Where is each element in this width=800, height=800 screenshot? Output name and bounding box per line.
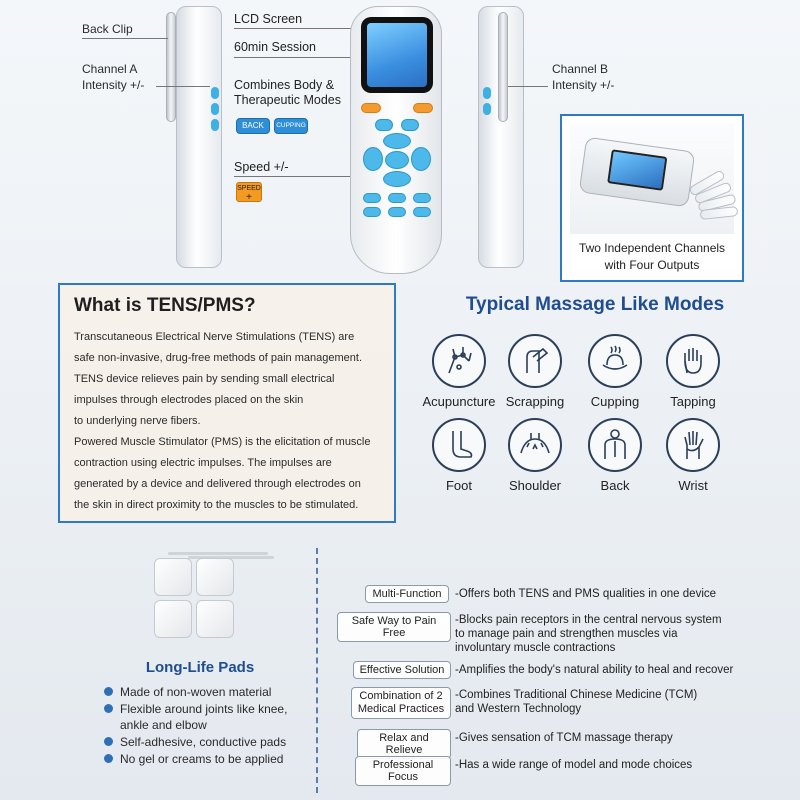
right-button	[411, 147, 431, 171]
feature-row: Combination of 2 Medical Practices -Comb…	[335, 687, 785, 719]
feature-desc: -Gives sensation of TCM massage therapy	[455, 732, 673, 744]
up-button	[383, 133, 411, 149]
shoulder-icon	[508, 418, 562, 472]
callout-combines-2: Therapeutic Modes	[234, 93, 342, 107]
feature-row: Safe Way to Pain Free -Blocks pain recep…	[335, 612, 785, 656]
feature-tag: Effective Solution	[353, 661, 451, 679]
callout-lcd-screen: LCD Screen	[234, 12, 303, 26]
back-clip-part	[166, 12, 176, 122]
pads-feature-list: Made of non-woven material Flexible arou…	[104, 684, 314, 768]
feature-row: Multi-Function -Offers both TENS and PMS…	[335, 585, 785, 603]
callout-back-clip: Back Clip	[82, 22, 133, 36]
callout-channel-a: Channel A	[82, 62, 138, 76]
mode-cupping: Cupping	[570, 334, 660, 409]
feature-desc: -Amplifies the body's natural ability to…	[455, 664, 734, 676]
back-mode-button: BACK	[236, 118, 270, 134]
inset-caption-line-1: Two Independent Channels	[578, 241, 726, 255]
mode-back: Back	[570, 418, 660, 493]
down-button	[383, 171, 411, 187]
feature-desc: -Has a wide range of model and mode choi…	[455, 759, 693, 771]
section-divider	[316, 548, 318, 793]
acupuncture-icon	[432, 334, 486, 388]
callout-speed: Speed +/-	[234, 160, 289, 174]
pad	[196, 558, 234, 596]
device-left-side-view	[176, 6, 222, 268]
pad	[154, 600, 192, 638]
device-photo	[570, 124, 739, 234]
mode-wrist: Wrist	[648, 418, 738, 493]
feature-tag: Safe Way to Pain Free	[337, 612, 451, 642]
channel-button	[413, 103, 433, 113]
channels-inset-card: Two Independent Channels with Four Outpu…	[560, 114, 744, 282]
foot-icon	[432, 418, 486, 472]
pads-title: Long-Life Pads	[145, 659, 255, 676]
feature-tag: Relax and Relieve	[357, 729, 451, 759]
mode-foot: Foot	[414, 418, 504, 493]
device-overview: Back Clip Channel A Intensity +/- LCD Sc…	[0, 0, 800, 285]
feature-desc: -Blocks pain receptors in the central ne…	[455, 614, 722, 654]
pads-illustration	[128, 548, 278, 648]
cupping-mode-button: CUPPING	[274, 118, 308, 134]
feature-row: Effective Solution -Amplifies the body's…	[335, 661, 785, 679]
scrapping-icon	[508, 334, 562, 388]
callout-session: 60min Session	[234, 40, 316, 54]
wrist-icon	[666, 418, 720, 472]
list-item: No gel or creams to be applied	[104, 751, 314, 767]
feature-tag: Professional Focus	[355, 756, 451, 786]
mode-acupuncture: Acupuncture	[414, 334, 504, 409]
mode-shoulder: Shoulder	[490, 418, 580, 493]
power-button	[361, 103, 381, 113]
list-item: Flexible around joints like knee,ankle a…	[104, 701, 314, 733]
callout-combines: Combines Body &	[234, 78, 335, 92]
back-icon	[588, 418, 642, 472]
feature-desc: -Offers both TENS and PMS qualities in o…	[455, 588, 717, 600]
lcd-screen	[361, 17, 433, 93]
mode-scrapping: Scrapping	[490, 334, 580, 409]
pad	[154, 558, 192, 596]
ok-button	[385, 151, 409, 169]
inset-caption-line-2: with Four Outputs	[604, 258, 700, 272]
list-item: Made of non-woven material	[104, 684, 314, 700]
tens-title: What is TENS/PMS?	[74, 295, 256, 316]
feature-tag: Combination of 2 Medical Practices	[351, 687, 451, 719]
tens-description: Transcutaneous Electrical Nerve Stimulat…	[74, 331, 371, 511]
feature-desc: -Combines Traditional Chinese Medicine (…	[455, 689, 698, 715]
feature-row: Professional Focus -Has a wide range of …	[335, 756, 785, 786]
left-button	[363, 147, 383, 171]
speed-button: SPEED +	[236, 182, 262, 203]
tens-info-box: What is TENS/PMS? Transcutaneous Electri…	[58, 283, 396, 523]
modes-title: Typical Massage Like Modes	[465, 294, 725, 315]
list-item: Self-adhesive, conductive pads	[104, 734, 314, 750]
cupping-icon	[588, 334, 642, 388]
callout-channel-b: Channel B	[552, 62, 609, 76]
mode-tapping: Tapping	[648, 334, 738, 409]
remote-front-view	[350, 6, 442, 274]
pad	[196, 600, 234, 638]
callout-channel-a-2: Intensity +/-	[82, 78, 145, 92]
callout-channel-b-2: Intensity +/-	[552, 78, 615, 92]
feature-tag: Multi-Function	[365, 585, 449, 603]
tapping-icon	[666, 334, 720, 388]
feature-row: Relax and Relieve -Gives sensation of TC…	[335, 729, 785, 759]
